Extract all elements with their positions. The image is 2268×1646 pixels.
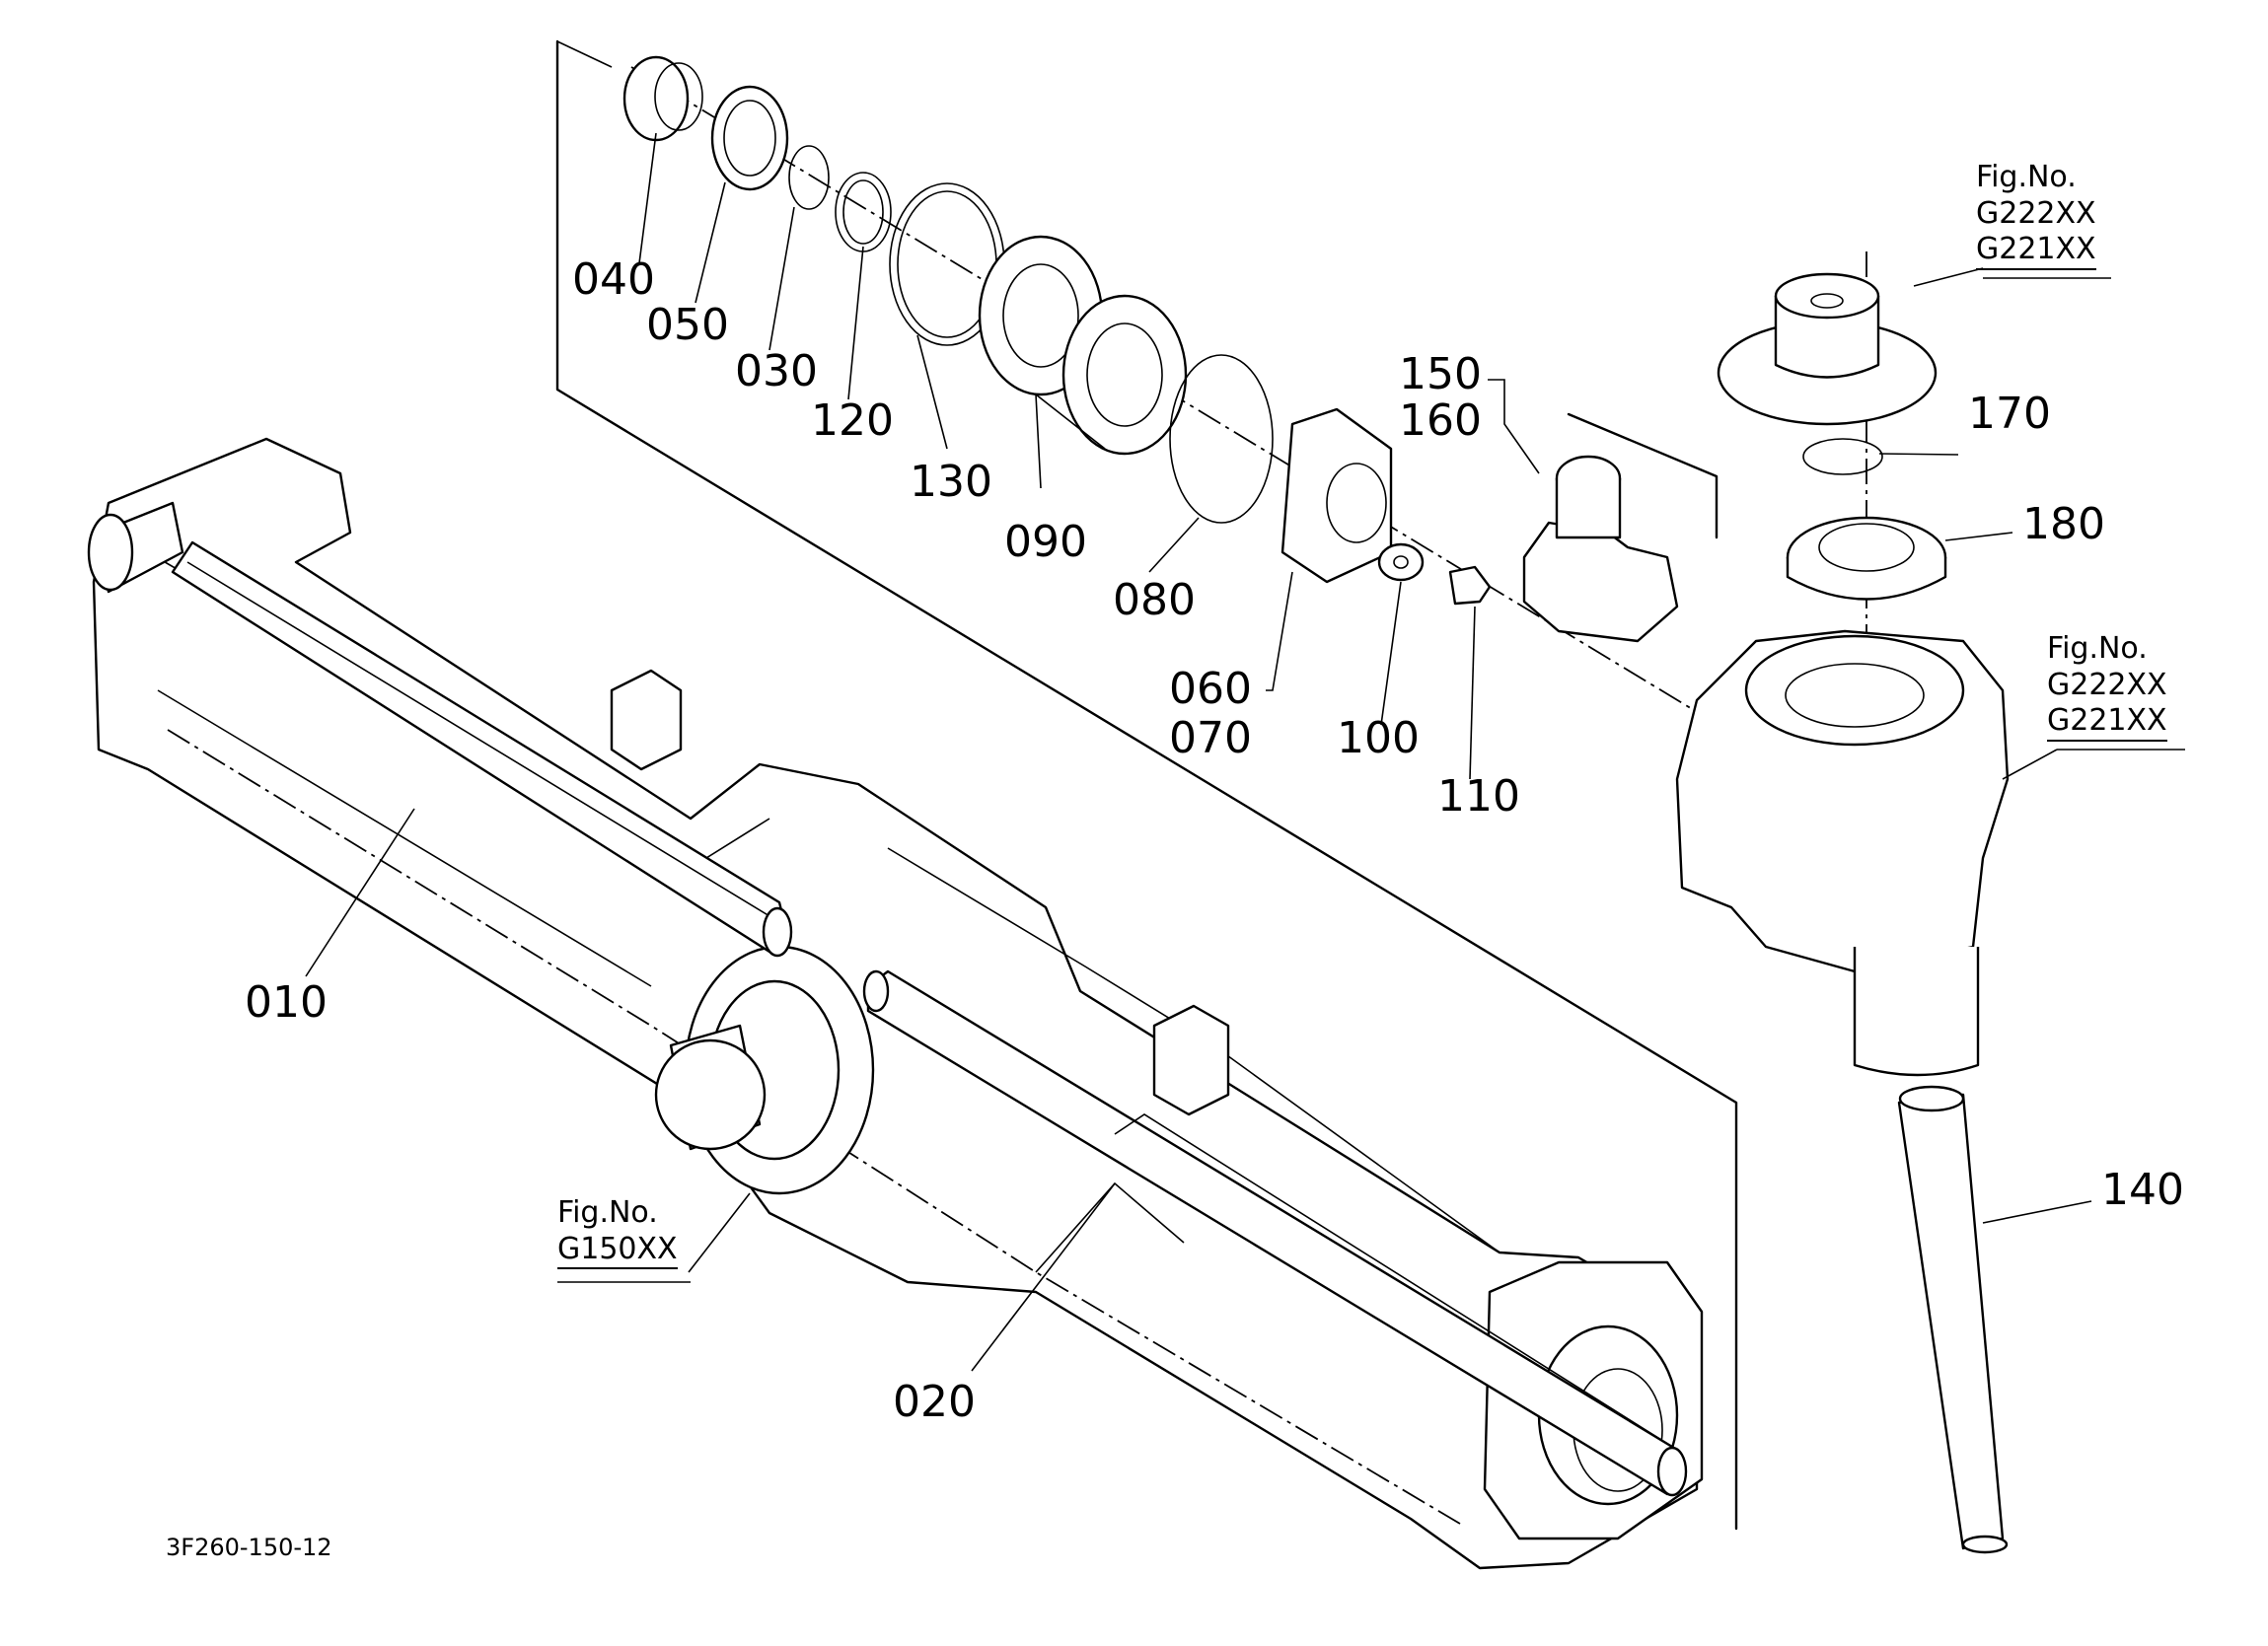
part-label-090[interactable]: 090 [1004, 517, 1087, 567]
part-label-120[interactable]: 120 [811, 395, 894, 446]
shaft-010-drawing [171, 540, 793, 958]
part-label-180[interactable]: 180 [2022, 499, 2105, 549]
part-100-shape [1377, 542, 1425, 582]
fig-ref-title: Fig.No. [2047, 631, 2148, 666]
fig-ref-bottom-left[interactable]: Fig.No. G150XX [557, 1195, 678, 1270]
part-label-140[interactable]: 140 [2101, 1165, 2184, 1215]
fig-ref-mid-right[interactable]: Fig.No. G222XX G221XX [2047, 631, 2167, 742]
part-label-030[interactable]: 030 [735, 346, 818, 396]
part-label-080[interactable]: 080 [1113, 575, 1196, 625]
part-label-070[interactable]: 070 [1169, 713, 1252, 763]
part-label-100[interactable]: 100 [1337, 713, 1420, 763]
part-030-shape [788, 145, 830, 210]
part-label-150[interactable]: 150 [1399, 349, 1482, 399]
leader-lines [305, 132, 2185, 1372]
drawing-code: 3F260-150-12 [166, 1534, 332, 1561]
part-150-shape [1522, 521, 1679, 643]
part-label-060[interactable]: 060 [1169, 664, 1252, 714]
part-label-130[interactable]: 130 [910, 457, 992, 507]
exploded-frame [555, 39, 1738, 1531]
shaft-020-drawing [862, 969, 1688, 1497]
part-label-040[interactable]: 040 [572, 254, 655, 305]
part-label-010[interactable]: 010 [245, 977, 328, 1028]
part-090b-shape [1061, 294, 1188, 456]
part-label-160[interactable]: 160 [1399, 395, 1482, 446]
part-060-shape [1280, 407, 1393, 584]
part-170-shape [1802, 438, 1883, 475]
fig-ref-top-right[interactable]: Fig.No. G222XX G221XX [1976, 160, 2096, 270]
part-label-050[interactable]: 050 [646, 300, 729, 350]
fig-ref-number: G222XX [2047, 667, 2167, 702]
part-140-shape [1897, 1093, 2005, 1550]
exploded-parts [622, 55, 2010, 1554]
part-label-110[interactable]: 110 [1437, 771, 1520, 822]
part-080-shape [1169, 354, 1274, 524]
fig-ref-title: Fig.No. [557, 1195, 658, 1230]
fig-ref-number: G150XX [557, 1231, 678, 1266]
fig-ref-number: G221XX [1976, 232, 2096, 267]
fig-ref-title: Fig.No. [1976, 160, 2077, 194]
part-110-shape [1448, 565, 1492, 606]
fig-ref-number: G221XX [2047, 703, 2167, 739]
part-040-shape [622, 55, 690, 142]
part-label-170[interactable]: 170 [1968, 389, 2051, 439]
part-label-020[interactable]: 020 [893, 1377, 976, 1427]
fig-ref-number: G222XX [1976, 195, 2096, 231]
